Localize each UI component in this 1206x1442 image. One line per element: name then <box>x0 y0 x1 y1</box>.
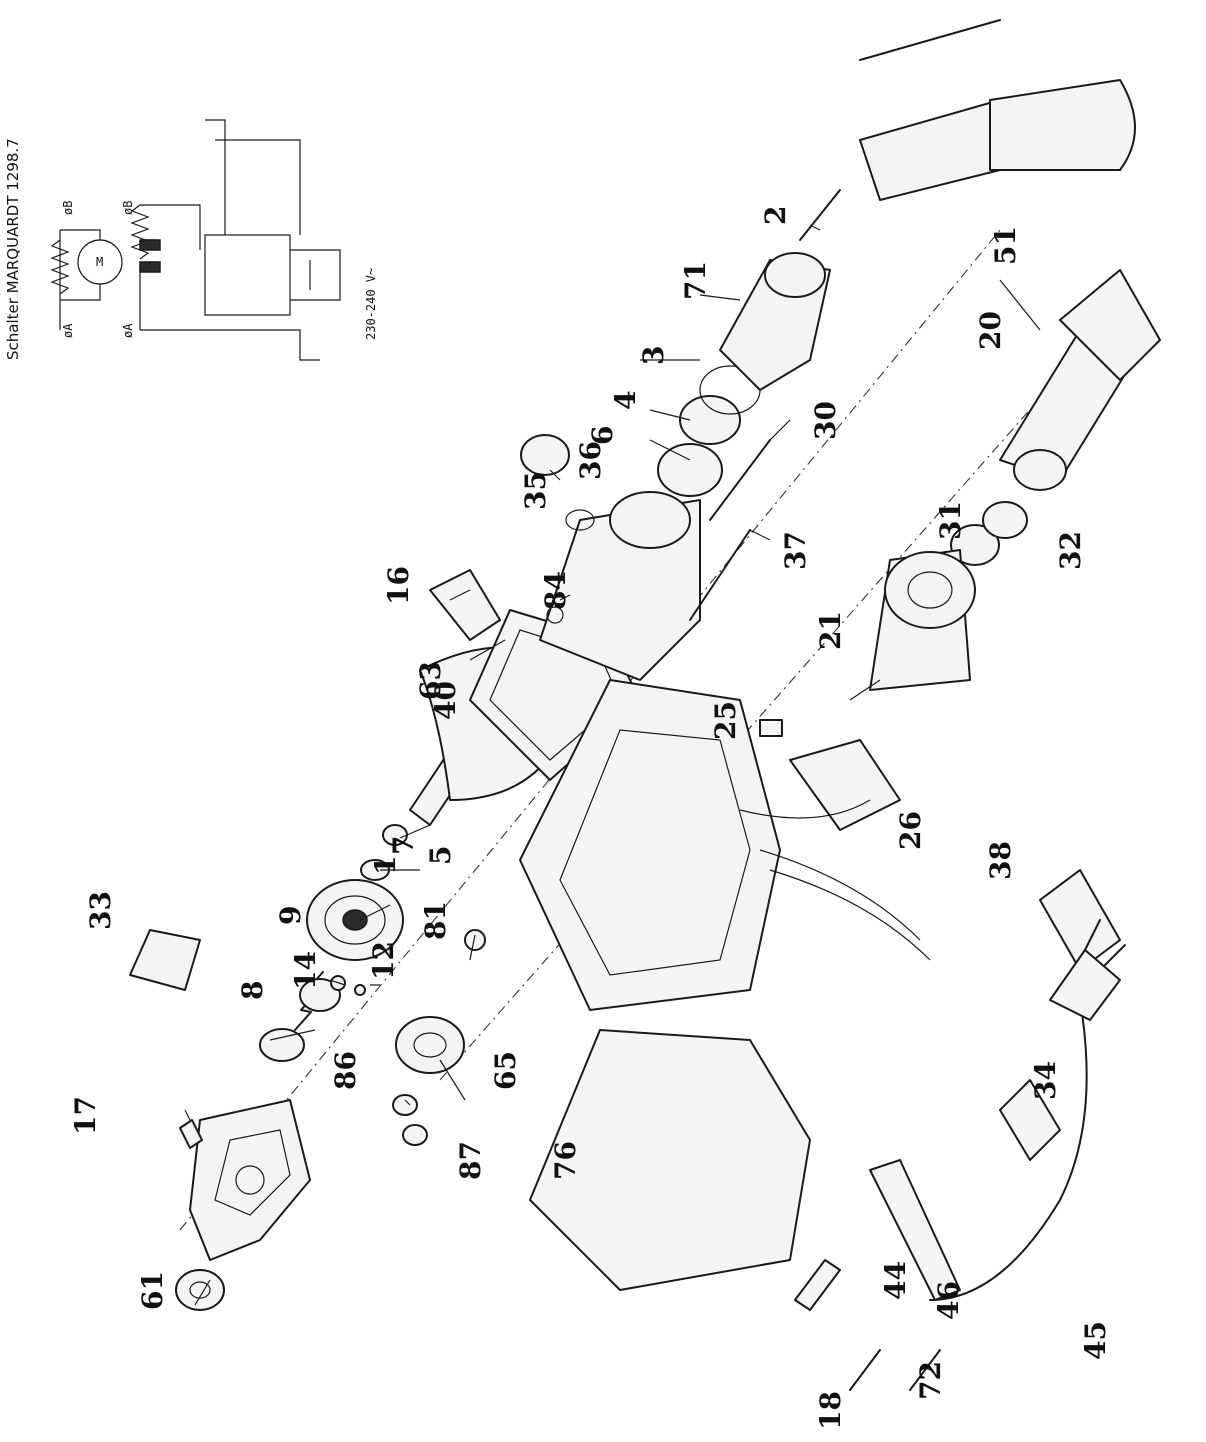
label-33: 33 <box>84 891 117 930</box>
label-25: 25 <box>709 701 742 740</box>
assembly-axis-lower <box>439 329 1101 1081</box>
schematic-label-3: øA <box>121 323 135 338</box>
part-2-screw <box>799 189 841 241</box>
schematic-label-2: øA <box>61 323 75 338</box>
part-21-stator <box>869 549 976 691</box>
part-84-gear-cover <box>539 491 701 681</box>
part-36-oring <box>565 509 595 531</box>
part-25 <box>759 719 783 737</box>
label-72: 72 <box>914 1361 947 1400</box>
part-86-8-assembly <box>259 971 428 1146</box>
schematic-motor-label: M <box>96 255 103 269</box>
label-87: 87 <box>454 1141 487 1180</box>
label-51: 51 <box>989 226 1022 265</box>
part-31 <box>950 524 1000 566</box>
part-plug <box>1049 919 1126 1021</box>
label-71: 71 <box>679 261 712 300</box>
label-61: 61 <box>136 1271 169 1310</box>
part-45-power-cord <box>929 999 1088 1301</box>
part-30-screw <box>709 439 771 521</box>
part-35 <box>520 434 570 476</box>
part-38 <box>1039 869 1121 971</box>
label-2: 2 <box>759 206 792 225</box>
part-20-armature <box>999 269 1161 491</box>
label-46: 46 <box>932 1281 965 1320</box>
label-76: 76 <box>549 1141 582 1180</box>
label-6: 6 <box>586 426 619 445</box>
wires <box>739 799 931 961</box>
label-35: 35 <box>519 471 552 510</box>
label-37: 37 <box>779 531 812 570</box>
part-16-lever <box>429 569 501 641</box>
label-65: 65 <box>489 1051 522 1090</box>
part-46-cord-sleeve <box>869 1159 961 1301</box>
part-12 <box>354 984 366 996</box>
label-26: 26 <box>894 811 927 850</box>
label-40: 40 <box>429 681 462 720</box>
label-81: 81 <box>419 901 452 940</box>
part-18-screw <box>849 1349 881 1391</box>
part-37-screw <box>689 529 751 621</box>
part-72-screw <box>909 1349 941 1391</box>
part-32-bearing <box>982 501 1028 539</box>
leader-lines <box>184 224 1041 1306</box>
wiring-schematic: Schalter MARQUARDT 1298.7 230-240 V~ øB … <box>4 119 378 361</box>
label-8: 8 <box>236 981 269 1000</box>
schematic-lines <box>50 119 341 361</box>
label-12: 12 <box>367 941 400 980</box>
label-14: 14 <box>289 951 322 990</box>
label-31: 31 <box>934 501 967 540</box>
label-44: 44 <box>879 1261 912 1300</box>
schematic-label-0: øB <box>61 201 75 215</box>
label-18: 18 <box>814 1391 847 1430</box>
label-21: 21 <box>814 611 847 650</box>
part-17-pin <box>179 1119 203 1149</box>
part-71-chuck <box>719 252 831 391</box>
label-38: 38 <box>984 841 1017 880</box>
part-4-bearing <box>679 395 741 445</box>
part-gear-housing <box>189 1099 311 1261</box>
part-34-capacitor <box>999 1079 1061 1161</box>
label-16: 16 <box>382 566 415 605</box>
schematic-title: Schalter MARQUARDT 1298.7 <box>4 138 22 360</box>
part-9-gear <box>306 879 404 961</box>
label-9: 9 <box>274 906 307 925</box>
label-86: 86 <box>329 1051 362 1090</box>
part-81 <box>464 929 486 951</box>
part-labels: 1 2 3 4 5 6 7 8 9 12 14 16 17 18 20 21 2… <box>69 206 1112 1430</box>
part-44 <box>794 1259 841 1311</box>
part-65-gear <box>395 1016 465 1074</box>
part-76-housing <box>519 679 811 1291</box>
label-45: 45 <box>1079 1321 1112 1360</box>
part-33-clip <box>129 929 201 991</box>
label-3: 3 <box>637 346 670 365</box>
label-7: 7 <box>387 836 420 855</box>
label-36: 36 <box>574 441 607 480</box>
label-30: 30 <box>809 401 842 440</box>
schematic-label-1: øB <box>121 201 135 215</box>
label-84: 84 <box>539 571 572 610</box>
part-61-bearing <box>175 1269 225 1311</box>
part-6-bearing <box>657 443 723 497</box>
schematic-voltage: 230-240 V~ <box>364 268 378 340</box>
label-34: 34 <box>1029 1061 1062 1100</box>
label-63: 63 <box>414 661 447 700</box>
label-32: 32 <box>1054 531 1087 570</box>
part-26-brush-holder <box>789 739 901 831</box>
label-4: 4 <box>609 391 642 410</box>
label-17: 17 <box>69 1096 102 1135</box>
label-20: 20 <box>974 311 1007 350</box>
label-1: 1 <box>369 856 402 875</box>
label-5: 5 <box>424 846 457 865</box>
part-51-side-handle <box>859 19 1136 201</box>
